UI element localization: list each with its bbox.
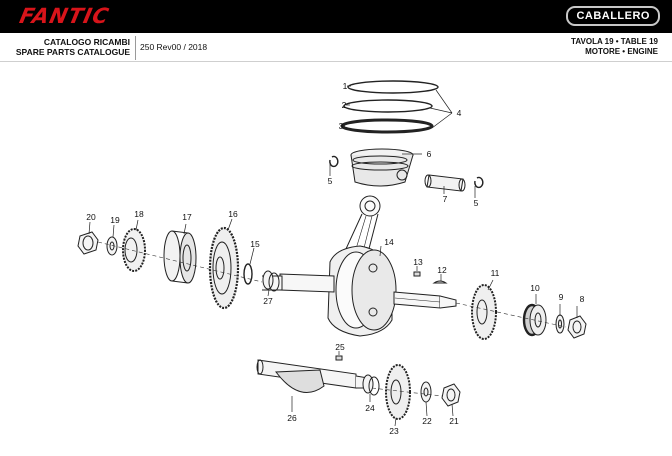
callout-20: 20 <box>86 212 96 222</box>
washer-22 <box>420 381 432 403</box>
washer-19 <box>106 236 118 256</box>
callout-27: 27 <box>263 296 273 306</box>
leader-lines <box>88 85 578 427</box>
callout-19: 19 <box>110 215 120 225</box>
callout-5a: 5 <box>328 176 333 186</box>
header-bar: FANTIC CABALLERO <box>0 0 672 33</box>
header-divider <box>135 36 136 60</box>
table-info: TAVOLA 19 • TABLE 19 MOTORE • ENGINE <box>571 37 658 57</box>
callout-10: 10 <box>530 283 540 293</box>
key-25 <box>335 355 343 361</box>
callout-14: 14 <box>384 237 394 247</box>
gear-18 <box>122 228 146 272</box>
callout-15: 15 <box>250 239 260 249</box>
connecting-rod <box>339 195 381 269</box>
circlip-right <box>474 176 484 189</box>
pulley-10 <box>522 303 547 337</box>
piston-ring-2 <box>343 99 433 113</box>
piston-ring-1 <box>347 80 439 94</box>
callout-22: 22 <box>422 416 432 426</box>
callout-21: 21 <box>449 416 459 426</box>
callout-3: 3 <box>339 121 344 131</box>
catalogue-title: CATALOGO RICAMBI SPARE PARTS CATALOGUE <box>0 37 130 57</box>
gear-16 <box>208 226 240 310</box>
catalogue-title-en: SPARE PARTS CATALOGUE <box>15 47 130 57</box>
catalogue-title-it: CATALOGO RICAMBI <box>43 37 130 47</box>
model-badge: CABALLERO <box>566 6 660 26</box>
exploded-diagram: 1 2 3 4 5 5 6 7 8 9 10 11 12 13 14 15 16… <box>77 80 587 436</box>
callout-23: 23 <box>389 426 399 436</box>
callout-24: 24 <box>365 403 375 413</box>
gear-23 <box>385 364 411 420</box>
callout-26: 26 <box>287 413 297 423</box>
washer-9 <box>555 314 565 334</box>
callout-labels: 1 2 3 4 5 5 6 7 8 9 10 11 12 13 14 15 16… <box>86 81 584 436</box>
callout-2: 2 <box>342 100 347 110</box>
callout-25: 25 <box>335 342 345 352</box>
bearing-17 <box>163 230 197 284</box>
revision-label: 250 Rev00 / 2018 <box>140 42 208 52</box>
header-rule <box>0 61 672 62</box>
callout-1: 1 <box>343 81 348 91</box>
callout-18: 18 <box>134 209 144 219</box>
callout-7: 7 <box>443 194 448 204</box>
crankshaft <box>262 245 457 337</box>
piston-ring-3 <box>340 118 434 134</box>
nut-20 <box>77 231 99 255</box>
nut-8 <box>567 315 587 339</box>
callout-17: 17 <box>182 212 192 222</box>
piston-pin <box>424 174 466 192</box>
key-12 <box>432 280 448 284</box>
circlip-15 <box>243 263 253 285</box>
gear-11 <box>471 284 497 340</box>
callout-6: 6 <box>427 149 432 159</box>
callout-8: 8 <box>580 294 585 304</box>
key-13 <box>413 271 421 277</box>
callout-9: 9 <box>559 292 564 302</box>
callout-12: 12 <box>437 265 447 275</box>
section-name: MOTORE • ENGINE <box>585 47 658 56</box>
nut-21 <box>441 383 461 407</box>
callout-13: 13 <box>413 257 423 267</box>
bearing-24 <box>362 374 380 396</box>
callout-5b: 5 <box>474 198 479 208</box>
callout-4: 4 <box>457 108 462 118</box>
circlip-left <box>329 155 339 168</box>
callout-11: 11 <box>491 268 500 278</box>
brand-logo: FANTIC <box>17 4 112 28</box>
assembly-axes <box>97 241 567 397</box>
piston <box>350 148 414 187</box>
table-number: TAVOLA 19 • TABLE 19 <box>571 37 658 46</box>
spacer-27 <box>262 270 280 292</box>
callout-16: 16 <box>228 209 238 219</box>
balancer-shaft <box>256 359 369 393</box>
